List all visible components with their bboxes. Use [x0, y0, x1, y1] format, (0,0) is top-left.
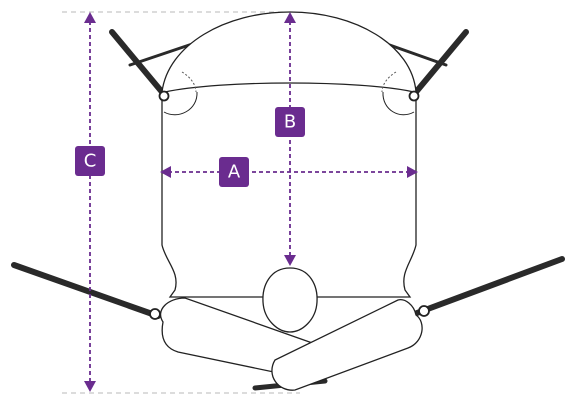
sling-body	[161, 11, 417, 298]
dimension-arrowheads	[84, 12, 418, 392]
center-lobe	[262, 267, 318, 333]
label-c-text: C	[84, 151, 97, 172]
leg-clips	[149, 305, 430, 320]
corner-details	[163, 91, 415, 116]
dimension-c-arrow-bottom	[84, 381, 96, 392]
label-badge-a: A	[219, 157, 249, 187]
left-corner-arc	[163, 91, 198, 116]
dimension-a-arrow-right	[407, 166, 418, 178]
right-leg-piece	[271, 299, 423, 391]
shoulder-seam	[164, 82, 415, 93]
dimension-c-arrow-top	[84, 12, 96, 23]
dimension-a-arrow-left	[160, 166, 171, 178]
dimension-b-arrow-top	[284, 12, 296, 23]
dimension-lines	[89, 21, 408, 383]
right-leg-clip	[418, 305, 430, 317]
right-leg-strap	[414, 256, 565, 316]
label-badge-b-box	[275, 107, 305, 137]
right-corner-arc	[382, 91, 415, 116]
left-leg-strap	[11, 262, 161, 319]
leg-straps	[11, 256, 565, 319]
label-badge-c: C	[75, 146, 105, 176]
right-shoulder-clip	[408, 90, 420, 102]
label-badge-a-box	[219, 157, 249, 187]
label-badge-c-box	[75, 146, 105, 176]
label-badge-b: B	[275, 107, 305, 137]
reference-guides	[62, 11, 300, 394]
label-b-text: B	[284, 112, 296, 133]
left-shoulder-clip	[158, 90, 170, 102]
label-a-text: A	[228, 162, 241, 183]
shoulder-clips	[158, 90, 420, 102]
dimension-b-arrow-bottom	[284, 255, 296, 266]
left-leg-clip	[149, 308, 161, 320]
